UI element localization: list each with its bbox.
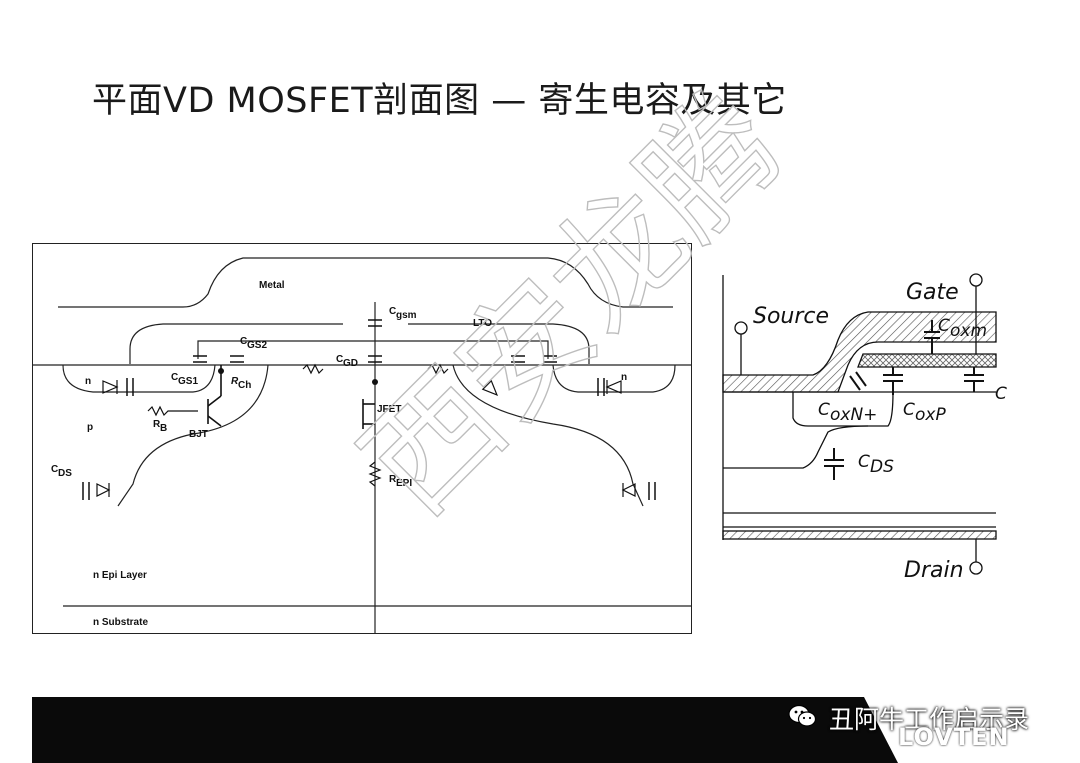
epi-layer-label: n Epi Layer: [93, 570, 147, 581]
cgs1-label: C: [171, 372, 178, 383]
jfet-label: JFET: [377, 404, 401, 415]
footer-accent: [864, 697, 1048, 763]
coxm-sub: oxm: [950, 321, 987, 341]
cds-sub: DS: [58, 468, 72, 479]
p-body-right: [452, 364, 644, 507]
repi-label: R: [389, 474, 397, 485]
substrate-label: n Substrate: [93, 617, 148, 628]
drain-terminal: [969, 561, 983, 575]
gate-poly: [857, 353, 997, 368]
channel-resistor: [302, 363, 324, 375]
p-body: [723, 391, 894, 469]
epi-resistor: [368, 461, 382, 487]
cgs2-label: C: [240, 336, 247, 347]
coxp-label: C: [903, 400, 915, 420]
metal-outline: [58, 257, 673, 308]
source-terminal: [734, 321, 748, 335]
simplified-cross-section-diagram: Gate Source Drain C oxm C GD C oxN+ C ox…: [722, 273, 1007, 580]
rch-label: R: [231, 376, 239, 387]
n-right-label: n: [621, 372, 627, 383]
lto-outline-left: [129, 323, 343, 364]
brand-text: 丑阿牛工作启示录: [829, 705, 1030, 734]
bjt-label: BJT: [189, 429, 208, 440]
repi-sub: EPI: [396, 478, 412, 489]
footer-bar: [32, 697, 1048, 763]
drain-metal: [722, 530, 997, 540]
n-plus-right: [552, 364, 676, 393]
cgs1-sub: GS1: [178, 376, 198, 387]
coxn-label: C: [818, 400, 830, 420]
coxp-sub: oxP: [915, 405, 946, 425]
metal-label: Metal: [259, 280, 285, 291]
cds-label: C: [51, 464, 58, 475]
p-minus-label: p: [87, 422, 93, 433]
base-resistor: [147, 405, 198, 417]
cds-right-label: C: [858, 452, 870, 472]
gate-label: Gate: [906, 280, 959, 305]
n-left-label: n: [85, 376, 91, 387]
coxn-sub: oxN+: [830, 405, 877, 425]
gate-terminal: [969, 273, 983, 287]
rb-label: R: [153, 419, 161, 430]
coxm-label: C: [938, 316, 950, 336]
n-plus-left: [62, 364, 216, 393]
cgs2-sub: GS2: [247, 340, 267, 351]
p-body-left: [117, 364, 269, 507]
company-logo: LOVTEN: [898, 723, 1010, 751]
cgd-label: C: [336, 354, 343, 365]
cgsm-label: C: [389, 306, 396, 317]
cross-section-panel: Metal LTO C gsm C GS2 C GD C GS1 R Ch R …: [32, 243, 692, 634]
drain-label: Drain: [904, 558, 964, 580]
cgd-sub: GD: [343, 358, 358, 369]
source-label: Source: [753, 304, 829, 329]
lto-outline-right: [408, 323, 590, 364]
cds-right-sub: DS: [870, 457, 894, 477]
cgsm-sub: gsm: [396, 310, 417, 321]
cgd-right-label: C: [995, 384, 1007, 404]
n-plus-region: [792, 392, 868, 427]
rb-sub: B: [160, 423, 167, 434]
rch-sub: Ch: [238, 380, 251, 391]
page-title: 平面VD MOSFET剖面图 — 寄生电容及其它: [92, 81, 787, 121]
wechat-icon: [788, 704, 817, 727]
vdmos-cross-section-diagram: Metal LTO C gsm C GS2 C GD C GS1 R Ch R …: [33, 257, 691, 633]
gate-poly: [197, 340, 549, 359]
lto-label: LTO: [473, 318, 492, 329]
